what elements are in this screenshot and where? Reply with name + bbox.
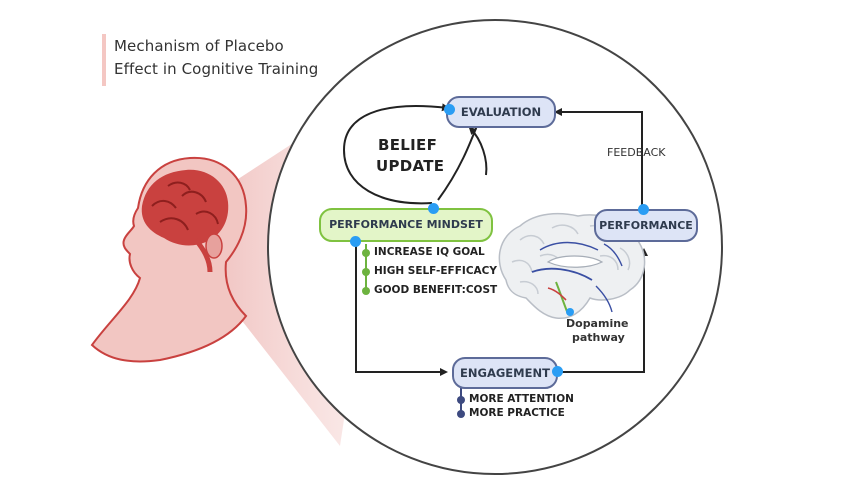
engagement-item: MORE PRACTICE	[469, 407, 565, 419]
mindset-bullet-2	[362, 268, 370, 276]
evaluation-node: EVALUATION	[446, 96, 556, 128]
evaluation-connector-dot	[444, 104, 455, 115]
performance-mindset-node: PERFORMANCE MINDSET	[319, 208, 493, 242]
belief-label-line-2: UPDATE	[376, 157, 445, 175]
performance-node: PERFORMANCE	[594, 209, 698, 242]
dopamine-label-line-2: pathway	[572, 331, 625, 344]
dopamine-label-line-1: Dopamine	[566, 317, 629, 330]
mindset-bullet-1	[362, 249, 370, 257]
performance-connector-dot	[638, 204, 649, 215]
belief-label-line-1: BELIEF	[378, 136, 438, 154]
engagement-bullet-1	[457, 396, 465, 404]
feedback-label: FEEDBACK	[607, 146, 666, 159]
dopamine-marker	[566, 308, 574, 316]
title-line-2: Effect in Cognitive Training	[114, 60, 319, 78]
mindset-bullet-3	[362, 287, 370, 295]
title-block: Mechanism of Placebo Effect in Cognitive…	[102, 34, 362, 86]
mindset-item: GOOD BENEFIT:COST	[374, 284, 498, 296]
human-head-illustration	[90, 156, 248, 363]
zoom-circle	[267, 19, 723, 475]
belief-loop-arrow-right	[468, 126, 488, 176]
mindset-item: INCREASE IQ GOAL	[374, 246, 485, 258]
mindset-item: HIGH SELF-EFFICACY	[374, 265, 497, 277]
mindset-top-connector-dot	[428, 203, 439, 214]
feedback-arrow	[554, 108, 643, 208]
engagement-connector-dot	[552, 366, 563, 377]
engagement-bullet-2	[457, 410, 465, 418]
title-line-1: Mechanism of Placebo	[114, 37, 284, 55]
belief-loop-arrow-up	[342, 103, 450, 205]
mindset-bottom-connector-dot	[350, 236, 361, 247]
title-accent-bar	[102, 34, 106, 86]
mindset-to-engagement-arrow	[355, 242, 448, 376]
engagement-to-performance-arrow	[558, 248, 648, 373]
engagement-item: MORE ATTENTION	[469, 393, 574, 405]
engagement-node: ENGAGEMENT	[452, 357, 558, 389]
